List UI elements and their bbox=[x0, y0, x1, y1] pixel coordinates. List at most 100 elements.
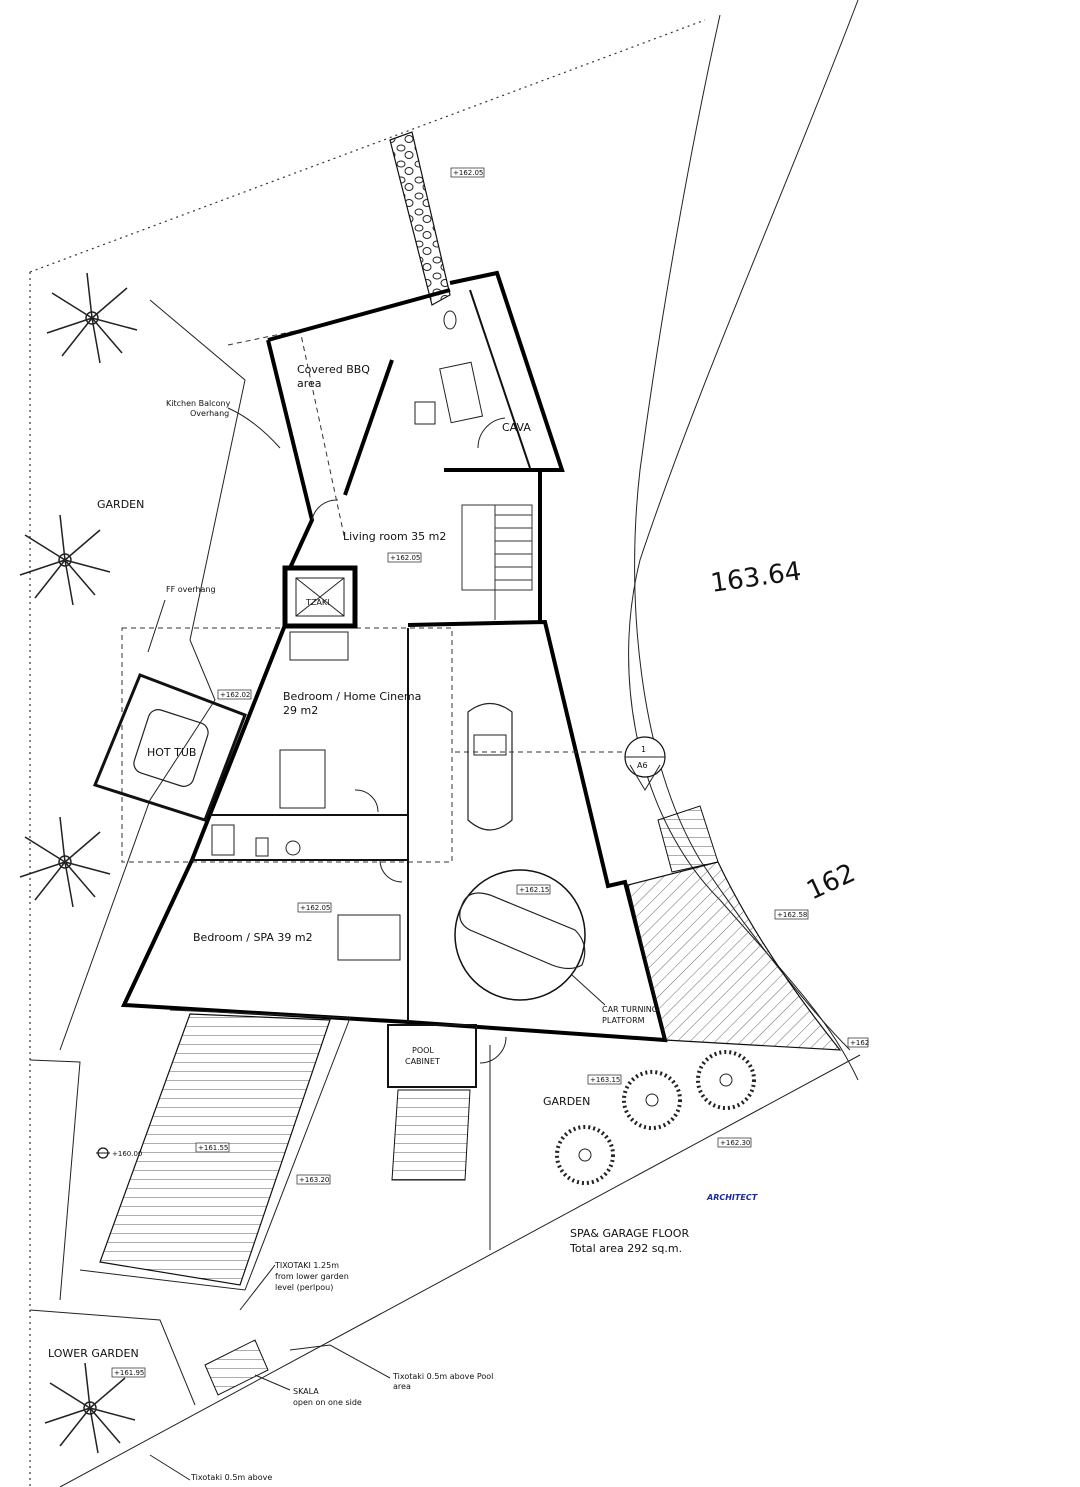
car-turning bbox=[459, 892, 586, 970]
boundary-lower bbox=[29, 1309, 196, 1406]
leader-tixotaki-125 bbox=[239, 1264, 276, 1311]
leader-bottom bbox=[149, 1454, 191, 1481]
wc bbox=[443, 310, 457, 330]
elevation-tag-2: +162.05 bbox=[387, 552, 422, 563]
site-boundary-dotted bbox=[29, 19, 706, 273]
pool-stair bbox=[391, 1089, 471, 1181]
cinema-sofa bbox=[289, 631, 349, 661]
elevation-tag-9: +161.55 bbox=[195, 1142, 230, 1153]
cava-wall bbox=[444, 468, 542, 622]
label-fireplace: ΤΖΑΚΙ bbox=[305, 598, 329, 607]
svg-text:+162.15: +162.15 bbox=[519, 886, 549, 894]
spa-bed bbox=[337, 914, 401, 961]
note-tixotaki-bottom: Tixotaki 0.5m above bbox=[190, 1473, 272, 1482]
leader-skala bbox=[254, 1374, 291, 1391]
cinema-bed bbox=[279, 749, 326, 809]
round-tree-2 bbox=[696, 1050, 756, 1110]
label-bedroom-spa: Bedroom / SPA 39 m2 bbox=[193, 931, 313, 944]
lower-stair bbox=[204, 1339, 269, 1396]
label-kitchen-balcony-2: Overhang bbox=[190, 409, 229, 418]
note-tixotaki-pool-2: area bbox=[393, 1382, 411, 1391]
car-parked bbox=[467, 702, 513, 831]
palm-tree-1 bbox=[46, 272, 138, 364]
round-tree-3 bbox=[555, 1125, 615, 1185]
elevation-tag-12: +162 bbox=[847, 1037, 869, 1048]
palm-tree-2 bbox=[19, 514, 111, 606]
contour-label-162: 162 bbox=[802, 858, 860, 906]
label-bedroom-cinema-1: Bedroom / Home Cinema bbox=[283, 690, 421, 703]
label-covered-bbq-2: area bbox=[297, 377, 322, 390]
contour-label-163: 163.64 bbox=[709, 557, 803, 599]
label-pool-cabinet-2: CABINET bbox=[405, 1057, 440, 1066]
driveway-hatch bbox=[627, 861, 842, 1051]
note-tixotaki-125-2: from lower garden bbox=[275, 1272, 349, 1281]
upper-wing-wall-inner bbox=[469, 289, 531, 469]
door-swing-cava bbox=[477, 417, 506, 449]
svg-text:+162.02: +162.02 bbox=[220, 691, 250, 699]
svg-text:+162.05: +162.05 bbox=[300, 904, 330, 912]
label-living-room: Living room 35 m2 bbox=[343, 530, 446, 543]
label-pool-cabinet-1: POOL bbox=[412, 1046, 434, 1055]
title-area: Total area 292 sq.m. bbox=[569, 1242, 682, 1255]
svg-text:+162: +162 bbox=[850, 1039, 869, 1047]
wc-lower bbox=[255, 837, 269, 857]
note-skala-2: open on one side bbox=[293, 1398, 362, 1407]
palm-tree-4 bbox=[44, 1362, 136, 1454]
turning-platform bbox=[454, 869, 586, 1001]
elevation-tag-7: +163.15 bbox=[587, 1074, 622, 1085]
note-tixotaki-125-3: level (perlpou) bbox=[275, 1283, 333, 1292]
hot-tub-basin bbox=[133, 709, 209, 787]
fireplace-inner bbox=[295, 577, 345, 617]
pool-deck-outer bbox=[79, 1009, 351, 1291]
round-tree-1 bbox=[622, 1070, 682, 1130]
ff-overhang-arrow bbox=[147, 599, 166, 653]
svg-text:+162.05: +162.05 bbox=[390, 554, 420, 562]
kitchen-balcony-outline bbox=[227, 329, 346, 541]
contour-line-163 bbox=[628, 0, 859, 1081]
label-covered-bbq-1: Covered BBQ bbox=[297, 363, 370, 376]
svg-text:+162.58: +162.58 bbox=[777, 911, 807, 919]
note-skala-1: SKALA bbox=[293, 1387, 319, 1396]
label-car-turning-2: PLATFORM bbox=[602, 1016, 645, 1025]
upper-wing-wall-outer bbox=[449, 270, 565, 472]
door-swing-pool bbox=[479, 1036, 507, 1064]
elevation-tag-6: +162.58 bbox=[774, 909, 809, 920]
door-swing-living bbox=[311, 499, 339, 521]
bbq-divider bbox=[343, 359, 394, 496]
palm-tree-3 bbox=[19, 816, 111, 908]
section-arrow bbox=[629, 764, 661, 791]
stair-upper-treads bbox=[494, 505, 532, 620]
stone-wall bbox=[389, 131, 451, 306]
label-hot-tub: HOT TUB bbox=[147, 746, 196, 759]
ramp-steps bbox=[657, 805, 719, 873]
elevation-tag-1: +162.05 bbox=[450, 167, 485, 178]
elevation-tag-13: +160.00 bbox=[96, 1147, 142, 1159]
note-tixotaki-pool-1: Tixotaki 0.5m above Pool bbox=[392, 1372, 493, 1381]
elevation-tag-10: +163.20 bbox=[296, 1174, 331, 1185]
sofa bbox=[439, 361, 484, 424]
svg-text:+161.55: +161.55 bbox=[198, 1144, 228, 1152]
boundary-diag bbox=[59, 1054, 861, 1487]
section-number: 1 bbox=[641, 745, 646, 754]
svg-text:+160.00: +160.00 bbox=[112, 1150, 142, 1158]
car-parked-window bbox=[473, 734, 507, 756]
fireplace-box bbox=[282, 565, 358, 629]
svg-text:+162.30: +162.30 bbox=[720, 1139, 750, 1147]
hot-tub-deck bbox=[92, 673, 247, 822]
basin bbox=[285, 840, 301, 856]
title-floor: SPA& GARAGE FLOOR bbox=[570, 1227, 689, 1240]
elevation-tag-11: +161.95 bbox=[111, 1367, 146, 1378]
svg-text:+162.05: +162.05 bbox=[453, 169, 483, 177]
architect-stamp: ARCHITECT bbox=[706, 1193, 758, 1202]
section-sheet: A6 bbox=[637, 761, 648, 770]
garden-boundary bbox=[59, 299, 246, 1051]
pool-cabinet bbox=[387, 1024, 477, 1088]
svg-text:+161.95: +161.95 bbox=[114, 1369, 144, 1377]
stair-upper bbox=[461, 504, 533, 591]
label-bedroom-cinema-2: 29 m2 bbox=[283, 704, 318, 717]
label-kitchen-balcony-1: Kitchen Balcony bbox=[166, 399, 231, 408]
door-swing-corridor bbox=[379, 859, 403, 883]
table-square bbox=[414, 401, 436, 425]
lower-block-wall bbox=[120, 619, 668, 1043]
